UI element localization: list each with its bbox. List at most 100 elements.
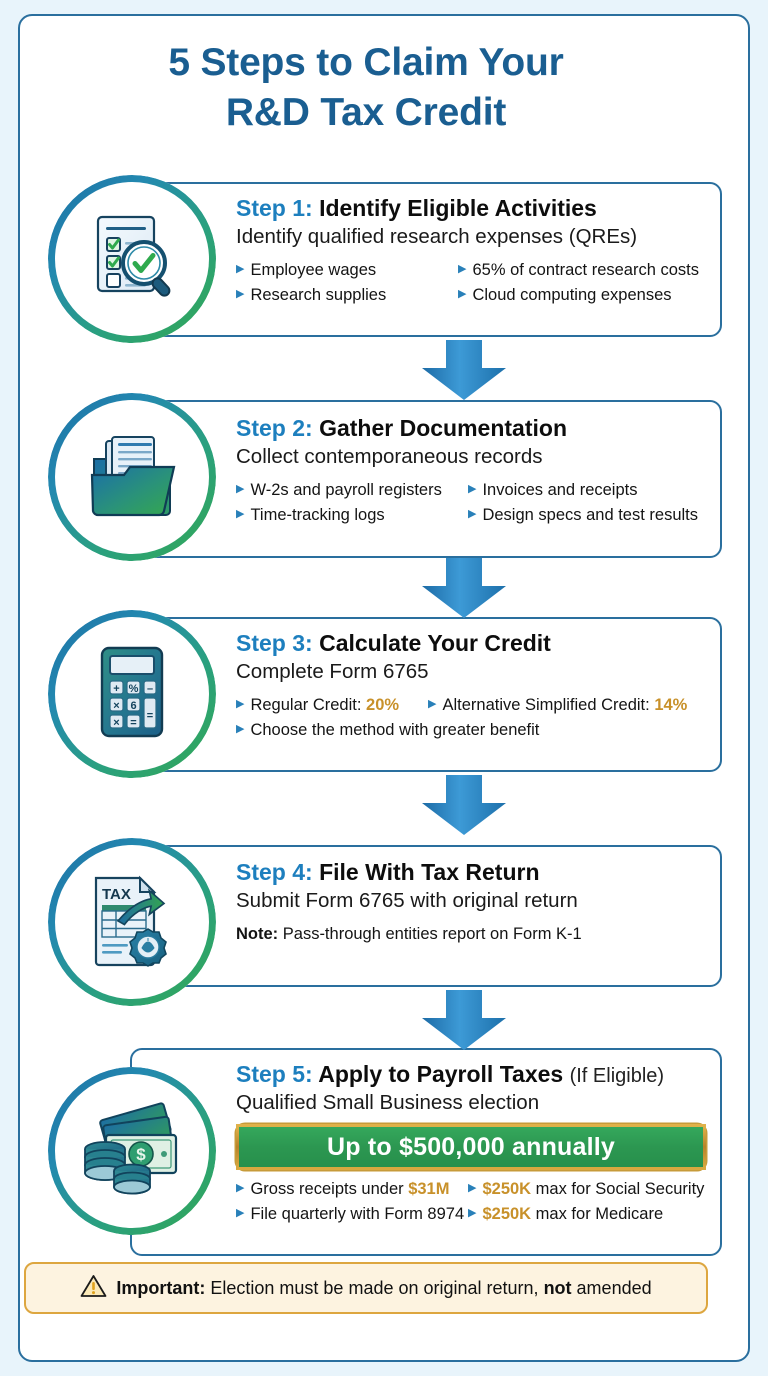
bullet-text: max for Social Security: [531, 1180, 705, 1199]
bullet-marker-icon: ▶: [236, 698, 245, 711]
bullet-text: Invoices and receipts: [482, 481, 638, 500]
step-4-icon-circle: TAX: [48, 838, 216, 1006]
list-item: ▶ Design specs and test results: [468, 504, 716, 528]
svg-text:$: $: [136, 1145, 146, 1164]
step-4-label: Step 4:: [236, 859, 320, 885]
important-label: Important:: [116, 1277, 206, 1298]
step-1-box[interactable]: [130, 182, 722, 337]
list-item: ▶ Employee wages: [236, 259, 458, 283]
svg-text:+: +: [113, 683, 119, 695]
step-3-content: Step 3: Calculate Your Credit Complete F…: [236, 630, 721, 744]
important-notice-bar: Important: Election must be made on orig…: [24, 1262, 708, 1314]
connector-arrow-4: [418, 990, 510, 1057]
step-5-heading: Step 5: Apply to Payroll Taxes (If Eligi…: [236, 1061, 706, 1088]
svg-text:=: =: [130, 717, 136, 729]
cash-coins-icon: $: [78, 1099, 186, 1204]
step-1-subtitle: Identify qualified research expenses (QR…: [236, 224, 638, 248]
calculator-icon: +%– ×6 ×= =: [82, 640, 182, 749]
bullet-marker-icon: ▶: [236, 1182, 245, 1195]
step-5-content: Step 5: Apply to Payroll Taxes (If Eligi…: [236, 1061, 706, 1228]
bullet-highlight: $250K: [482, 1180, 532, 1199]
svg-text:TAX: TAX: [102, 886, 131, 903]
step-4-subtitle: Submit Form 6765 with original return: [236, 888, 578, 912]
list-item: ▶ W-2s and payroll registers: [236, 479, 468, 503]
list-item: ▶ Time-tracking logs: [236, 504, 468, 528]
step-2-subtitle: Collect contemporaneous records: [236, 444, 543, 468]
connector-arrow-1: [418, 340, 510, 407]
step-2-bullets: ▶ W-2s and payroll registers ▶ Invoices …: [236, 479, 716, 529]
bullet-text: Research supplies: [250, 286, 387, 305]
step-1-heading: Step 1: Identify Eligible Activities: [236, 195, 716, 222]
step-2-content: Step 2: Gather Documentation Collect con…: [236, 415, 716, 529]
bullet-text: Time-tracking logs: [250, 506, 385, 525]
bullet-text: W-2s and payroll registers: [250, 481, 442, 500]
step-4-box[interactable]: [130, 845, 722, 987]
connector-arrow-2: [418, 558, 510, 625]
bullet-text: Gross receipts under: [250, 1180, 409, 1199]
step-3-title: Calculate Your Credit: [319, 630, 551, 656]
bullet-marker-icon: ▶: [236, 263, 245, 276]
bullet-text: Cloud computing expenses: [472, 286, 672, 305]
list-item: ▶ Research supplies: [236, 284, 458, 308]
list-item: ▶ Regular Credit: 20%: [236, 694, 428, 718]
list-item: ▶ File quarterly with Form 8974: [236, 1203, 468, 1227]
bullet-marker-icon: ▶: [468, 483, 477, 496]
svg-text:6: 6: [130, 700, 136, 712]
bullet-marker-icon: ▶: [468, 508, 477, 521]
step-2-heading: Step 2: Gather Documentation: [236, 415, 716, 442]
bullet-marker-icon: ▶: [236, 508, 245, 521]
bullet-text: File quarterly with Form 8974: [250, 1205, 465, 1224]
important-bold-word: not: [543, 1277, 572, 1298]
folder-documents-icon: [80, 423, 184, 532]
bullet-text: Alternative Simplified Credit:: [442, 696, 655, 715]
title-line-2: R&D Tax Credit: [225, 90, 507, 134]
svg-text:–: –: [147, 683, 153, 695]
step-4-heading: Step 4: File With Tax Return: [236, 859, 716, 886]
step-5-label: Step 5:: [236, 1061, 319, 1087]
list-item: ▶ 65% of contract research costs: [458, 259, 713, 283]
bullet-text: max for Medicare: [531, 1205, 664, 1224]
list-item: ▶ $250K max for Social Security: [468, 1178, 706, 1202]
step-3-subtitle: Complete Form 6765: [236, 659, 429, 683]
step-1-icon-circle: [48, 175, 216, 343]
bullet-marker-icon: ▶: [458, 263, 467, 276]
payroll-cap-banner: Up to $500,000 annually: [236, 1124, 706, 1171]
bullet-marker-icon: ▶: [468, 1182, 477, 1195]
checklist-magnifier-icon: [80, 205, 184, 314]
step-2-title: Gather Documentation: [319, 415, 567, 441]
bullet-text: 65% of contract research costs: [472, 261, 699, 280]
bullet-highlight: 20%: [366, 696, 400, 715]
list-item: ▶ $250K max for Medicare: [468, 1203, 706, 1227]
important-text-after: amended: [571, 1277, 652, 1298]
step-1-bullets: ▶ Employee wages ▶ 65% of contract resea…: [236, 259, 716, 309]
bullet-highlight: $31M: [408, 1180, 450, 1199]
svg-text:×: ×: [113, 717, 119, 729]
important-text: Important: Election must be made on orig…: [116, 1278, 651, 1299]
bullet-marker-icon: ▶: [236, 288, 245, 301]
title-line-1: 5 Steps to Claim Your: [168, 41, 564, 84]
step-2-icon-circle: [48, 393, 216, 561]
bullet-marker-icon: ▶: [458, 288, 467, 301]
list-item: ▶ Invoices and receipts: [468, 479, 716, 503]
bullet-text: Design specs and test results: [482, 506, 698, 525]
list-item: ▶ Alternative Simplified Credit: 14%: [428, 694, 716, 718]
note-text: Pass-through entities report on Form K-1: [278, 925, 582, 944]
bullet-highlight: 14%: [654, 696, 688, 715]
warning-triangle-icon: [80, 1274, 107, 1303]
bullet-marker-icon: ▶: [236, 1207, 245, 1220]
connector-arrow-3: [418, 775, 510, 842]
banner-text: Up to $500,000 annually: [326, 1132, 616, 1161]
bullet-marker-icon: ▶: [468, 1207, 477, 1220]
svg-text:=: =: [147, 710, 153, 722]
important-text-before: Election must be made on original return…: [205, 1277, 544, 1298]
bullet-marker-icon: ▶: [236, 723, 245, 736]
step-3-icon-circle: +%– ×6 ×= =: [48, 610, 216, 778]
step-3-box[interactable]: [130, 617, 722, 772]
step-2-box[interactable]: [130, 400, 722, 558]
step-3-label: Step 3:: [236, 630, 320, 656]
step-1-label: Step 1:: [236, 195, 320, 221]
step-4-title: File With Tax Return: [319, 859, 540, 885]
bullet-marker-icon: ▶: [236, 483, 245, 496]
tax-document-seal-icon: TAX: [80, 868, 184, 977]
